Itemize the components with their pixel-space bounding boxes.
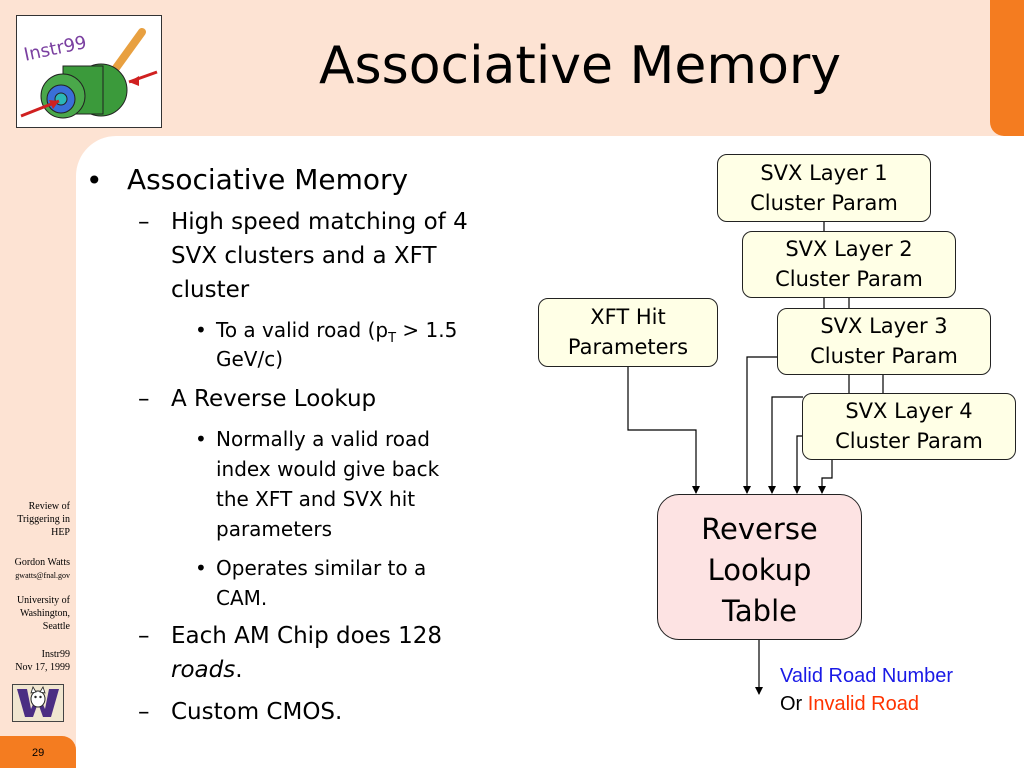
sidebar-review: Review of Triggering in HEP bbox=[17, 501, 70, 538]
bullet-dash: – bbox=[138, 209, 150, 235]
bullet-normally-line1: Normally a valid road bbox=[216, 427, 430, 451]
detector-logo-icon: Instr99 bbox=[20, 28, 158, 119]
bullet-associative-memory: Associative Memory bbox=[127, 163, 409, 196]
output-invalid-road: Invalid Road bbox=[807, 693, 919, 715]
node-reverse-lookup-table: Reverse Lookup Table bbox=[657, 494, 862, 640]
bullet-normally-line3: the XFT and SVX hit bbox=[216, 487, 416, 511]
bullet-high-speed-line3: cluster bbox=[171, 277, 250, 303]
bullet-am-chip-line2: roads. bbox=[171, 657, 243, 683]
sidebar-conference: Instr99 Nov 17, 1999 bbox=[15, 649, 70, 673]
page-number: 29 bbox=[32, 747, 45, 759]
bullet-dash: – bbox=[138, 386, 150, 412]
output-invalid-road-line: Or Invalid Road bbox=[780, 693, 919, 715]
bullet-valid-road-line1: To a valid road (pT > 1.5 bbox=[216, 318, 458, 346]
bullet-valid-road-line2: GeV/c) bbox=[216, 347, 284, 371]
sidebar-email: gwatts@fnal.gov bbox=[15, 571, 70, 580]
bullet-cam-line2: CAM. bbox=[216, 586, 268, 610]
instr99-logo: Instr99 bbox=[16, 15, 162, 128]
bullet-cam-line1: Operates similar to a bbox=[216, 556, 427, 580]
node-svx-layer-2: SVX Layer 2 Cluster Param bbox=[742, 231, 956, 298]
bullet-high-speed-line1: High speed matching of 4 bbox=[171, 209, 468, 235]
output-valid-road-number: Valid Road Number bbox=[780, 665, 954, 687]
bullet-normally-line2: index would give back bbox=[216, 457, 440, 481]
bullet-dot: • bbox=[86, 164, 103, 197]
node-svx-layer-3: SVX Layer 3 Cluster Param bbox=[777, 308, 991, 375]
husky-w-icon bbox=[13, 685, 63, 721]
sidebar-university: University of Washington, Seattle bbox=[16, 595, 70, 632]
slide-title: Associative Memory bbox=[318, 36, 842, 96]
bullet-dot: • bbox=[195, 427, 207, 451]
page-number-tab: 29 bbox=[0, 736, 76, 768]
uw-husky-logo bbox=[12, 684, 64, 722]
bullet-high-speed-line2: SVX clusters and a XFT bbox=[171, 243, 437, 269]
bullet-dash: – bbox=[138, 699, 150, 725]
bullet-normally-line4: parameters bbox=[216, 517, 333, 541]
node-xft-hit-parameters: XFT Hit Parameters bbox=[538, 298, 718, 367]
bullet-dot: • bbox=[195, 556, 207, 580]
node-svx-layer-4: SVX Layer 4 Cluster Param bbox=[802, 393, 1016, 460]
node-svx-layer-1: SVX Layer 1 Cluster Param bbox=[717, 154, 931, 222]
bullet-custom-cmos: Custom CMOS. bbox=[171, 699, 343, 725]
sidebar-author: Gordon Watts gwatts@fnal.gov bbox=[14, 557, 70, 580]
bullet-reverse-lookup: A Reverse Lookup bbox=[171, 386, 377, 412]
bullet-dot: • bbox=[195, 318, 207, 342]
output-label: Valid Road Number Or Invalid Road bbox=[780, 662, 953, 718]
bullet-dash: – bbox=[138, 623, 150, 649]
bullet-am-chip-line1: Each AM Chip does 128 bbox=[171, 623, 443, 649]
header-accent-bar bbox=[990, 0, 1024, 136]
